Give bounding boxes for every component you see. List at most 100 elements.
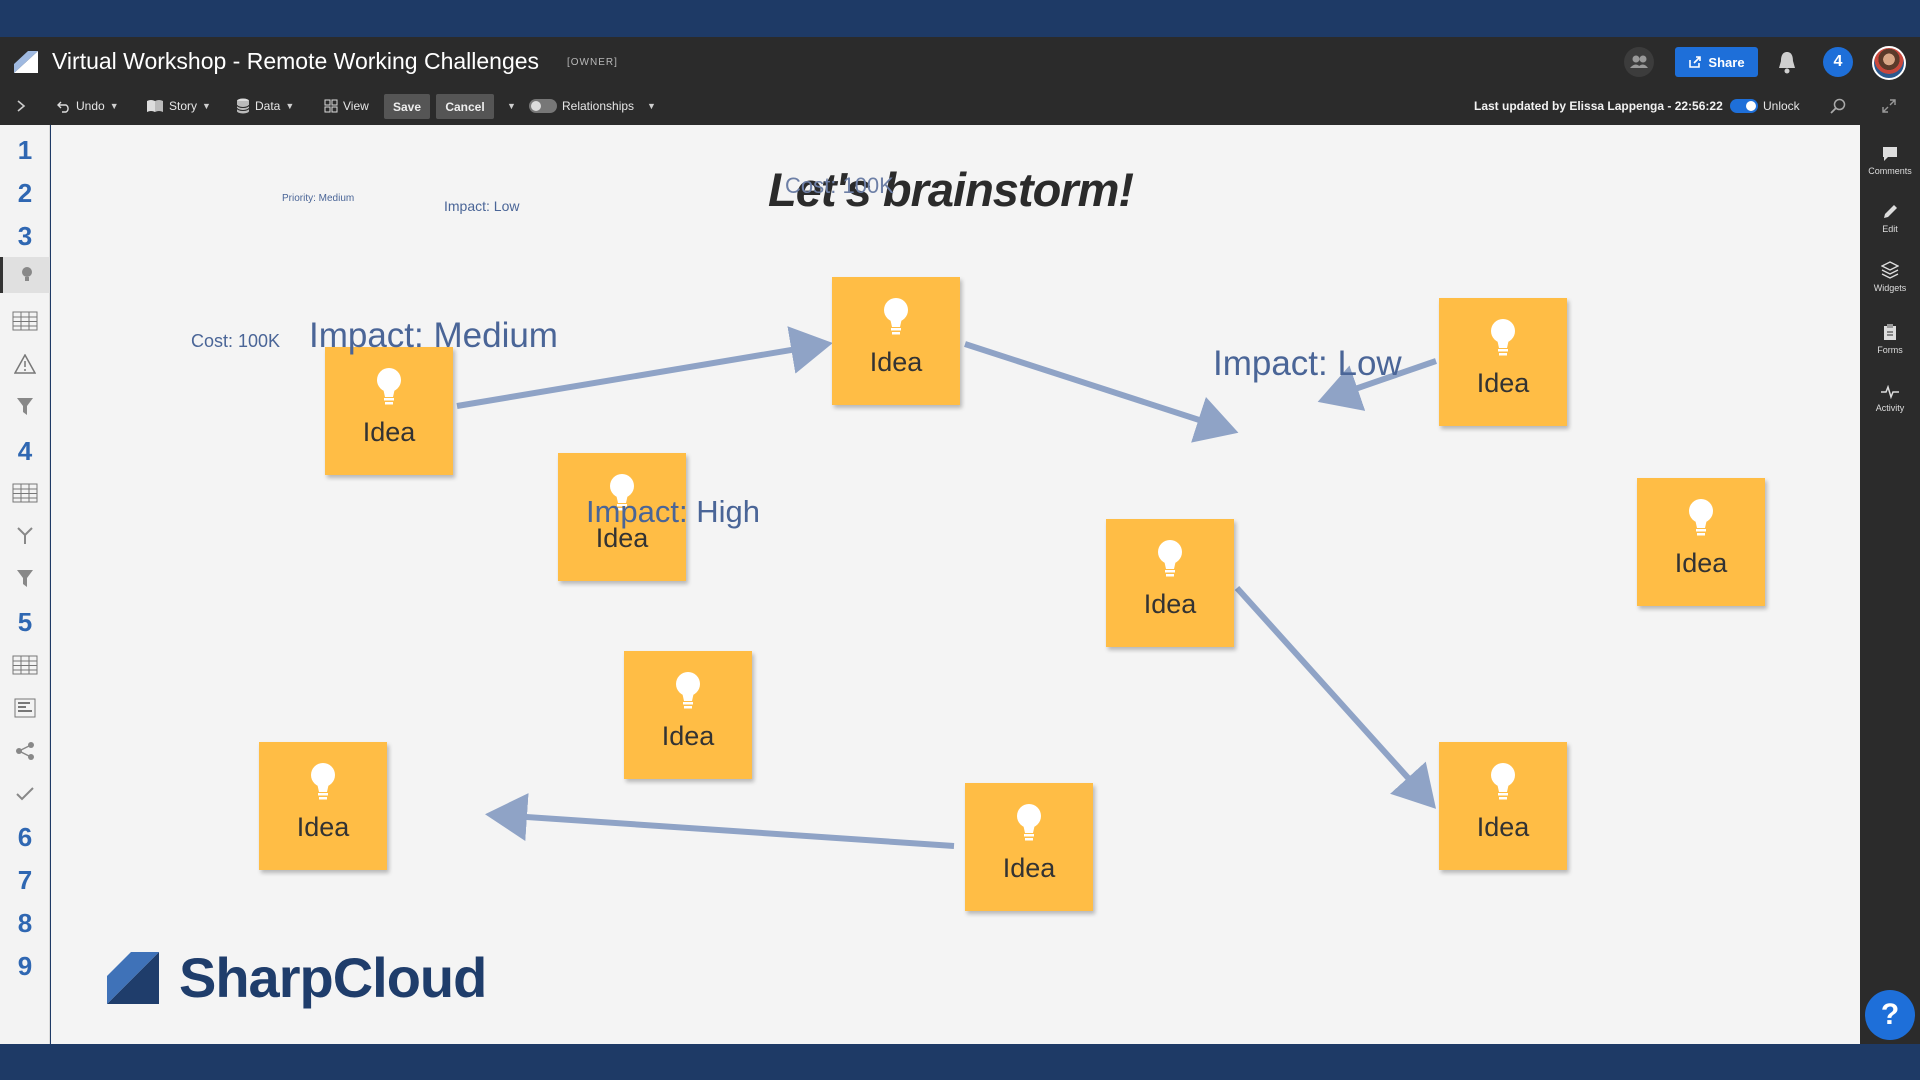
more-dropdown[interactable]: ▼ bbox=[507, 101, 516, 111]
fullscreen-button[interactable] bbox=[1882, 87, 1896, 125]
share-label: Share bbox=[1708, 54, 1745, 70]
page-gantt[interactable] bbox=[0, 690, 50, 726]
sharpcloud-logo-icon bbox=[107, 951, 159, 1004]
idea-note[interactable]: Idea bbox=[965, 783, 1093, 911]
right-sidebar: Comments Edit Widgets Forms Activity bbox=[1860, 125, 1920, 1044]
idea-label: Idea bbox=[869, 347, 923, 377]
page-table-1[interactable] bbox=[0, 303, 50, 339]
undo-button[interactable]: Undo ▼ bbox=[57, 87, 119, 125]
idea-note[interactable]: Idea bbox=[1439, 298, 1567, 426]
idea-note[interactable]: Idea bbox=[1439, 742, 1567, 870]
last-updated-text: Last updated by Elissa Lappenga - 22:56:… bbox=[1474, 99, 1723, 113]
page-6[interactable]: 6 bbox=[17, 821, 33, 852]
widgets-label: Widgets bbox=[1873, 283, 1907, 293]
idea-note[interactable]: Idea bbox=[1637, 478, 1765, 606]
page-ideas[interactable] bbox=[0, 257, 50, 293]
table-icon bbox=[12, 655, 38, 675]
cancel-button[interactable]: Cancel bbox=[436, 94, 494, 119]
share-button[interactable]: Share bbox=[1675, 47, 1758, 77]
lightbulb-icon bbox=[676, 672, 700, 709]
help-button[interactable]: ? bbox=[1865, 990, 1915, 1040]
page-funnel[interactable] bbox=[0, 518, 50, 554]
relationships-switch[interactable] bbox=[529, 99, 557, 113]
relationships-toggle[interactable]: Relationships ▼ bbox=[529, 87, 656, 125]
database-icon bbox=[236, 98, 250, 114]
comments-button[interactable]: Comments bbox=[1860, 133, 1920, 189]
toolbar: Undo ▼ Story ▼ Data ▼ View Save Cancel ▼… bbox=[0, 87, 1920, 125]
idea-note[interactable]: Idea bbox=[558, 453, 686, 581]
unlock-switch[interactable] bbox=[1730, 99, 1758, 113]
search-button[interactable] bbox=[1830, 87, 1846, 125]
board-title: Let's brainstorm! bbox=[768, 163, 1134, 216]
users-icon[interactable] bbox=[1624, 47, 1654, 77]
notification-count-badge[interactable]: 4 bbox=[1823, 47, 1853, 77]
bell-icon[interactable] bbox=[1774, 49, 1800, 75]
page-risks[interactable] bbox=[0, 346, 50, 382]
priority-label: Priority: Medium bbox=[282, 193, 355, 204]
filter-icon bbox=[17, 398, 33, 415]
book-icon bbox=[147, 100, 163, 112]
bottom-band bbox=[0, 1044, 1920, 1080]
activity-icon bbox=[1881, 385, 1899, 399]
page-network[interactable] bbox=[0, 733, 50, 769]
page-9[interactable]: 9 bbox=[17, 950, 33, 981]
page-4[interactable]: 4 bbox=[17, 435, 33, 466]
filter-icon bbox=[17, 570, 33, 587]
page-7[interactable]: 7 bbox=[17, 864, 33, 895]
relationships-dropdown-icon[interactable]: ▼ bbox=[647, 101, 656, 111]
page-8[interactable]: 8 bbox=[17, 907, 33, 938]
page-3[interactable]: 3 bbox=[17, 220, 33, 251]
arrow-idea5-to-idea10 bbox=[1234, 585, 1437, 809]
page-1[interactable]: 1 bbox=[17, 134, 33, 165]
left-sidebar: 1 2 3 4 5 6 7 8 9 bbox=[0, 125, 50, 1044]
unlock-toggle[interactable]: Unlock bbox=[1730, 87, 1800, 125]
idea-note[interactable]: Idea bbox=[832, 277, 960, 405]
idea-note[interactable]: Idea bbox=[325, 347, 453, 475]
view-label: View bbox=[343, 99, 369, 113]
clipboard-icon bbox=[1884, 324, 1896, 340]
edit-button[interactable]: Edit bbox=[1860, 191, 1920, 247]
story-label: Story bbox=[169, 99, 198, 113]
lightbulb-icon bbox=[884, 298, 908, 335]
idea-label: Idea bbox=[661, 721, 715, 751]
save-button[interactable]: Save bbox=[384, 94, 430, 119]
page-checklist[interactable] bbox=[0, 776, 50, 812]
view-button[interactable]: View bbox=[324, 87, 369, 125]
lightbulb-icon bbox=[1017, 804, 1041, 841]
grid-icon bbox=[324, 99, 338, 113]
document-title: Virtual Workshop - Remote Working Challe… bbox=[52, 48, 540, 74]
page-table-3[interactable] bbox=[0, 647, 50, 683]
page-filter-2[interactable] bbox=[0, 561, 50, 597]
arrow-idea1-to-idea2 bbox=[456, 326, 833, 409]
impact-low-label: Impact: Low bbox=[1213, 344, 1402, 383]
table-icon bbox=[12, 483, 38, 503]
lightbulb-icon bbox=[1491, 763, 1515, 800]
activity-button[interactable]: Activity bbox=[1860, 371, 1920, 427]
story-dropdown-icon[interactable]: ▼ bbox=[202, 101, 211, 111]
relationship-arrows bbox=[456, 326, 1437, 849]
top-band bbox=[0, 0, 1920, 37]
page-5[interactable]: 5 bbox=[17, 606, 33, 637]
idea-note[interactable]: Idea bbox=[259, 742, 387, 870]
avatar[interactable] bbox=[1872, 46, 1906, 80]
canvas[interactable]: Let's brainstorm! Cost: 100K Priority: M… bbox=[51, 125, 1860, 1044]
expand-icon bbox=[1882, 99, 1896, 113]
undo-dropdown-icon[interactable]: ▼ bbox=[109, 101, 119, 111]
data-dropdown-icon[interactable]: ▼ bbox=[285, 101, 295, 111]
story-button[interactable]: Story ▼ bbox=[146, 87, 211, 125]
idea-note[interactable]: Idea bbox=[624, 651, 752, 779]
checkmark-icon bbox=[16, 787, 34, 801]
page-2[interactable]: 2 bbox=[17, 177, 33, 208]
data-button[interactable]: Data ▼ bbox=[236, 87, 294, 125]
lightbulb-icon bbox=[21, 267, 32, 281]
expand-panel-button[interactable] bbox=[16, 87, 26, 125]
widgets-button[interactable]: Widgets bbox=[1860, 249, 1920, 305]
arrow-idea9-to-left bbox=[485, 793, 955, 849]
brand: SharpCloud bbox=[107, 945, 487, 1010]
idea-note[interactable]: Idea bbox=[1106, 519, 1234, 647]
page-filter-1[interactable] bbox=[0, 389, 50, 425]
page-table-2[interactable] bbox=[0, 475, 50, 511]
forms-button[interactable]: Forms bbox=[1860, 311, 1920, 367]
lightbulb-icon bbox=[1158, 540, 1182, 577]
forms-label: Forms bbox=[1877, 345, 1903, 355]
